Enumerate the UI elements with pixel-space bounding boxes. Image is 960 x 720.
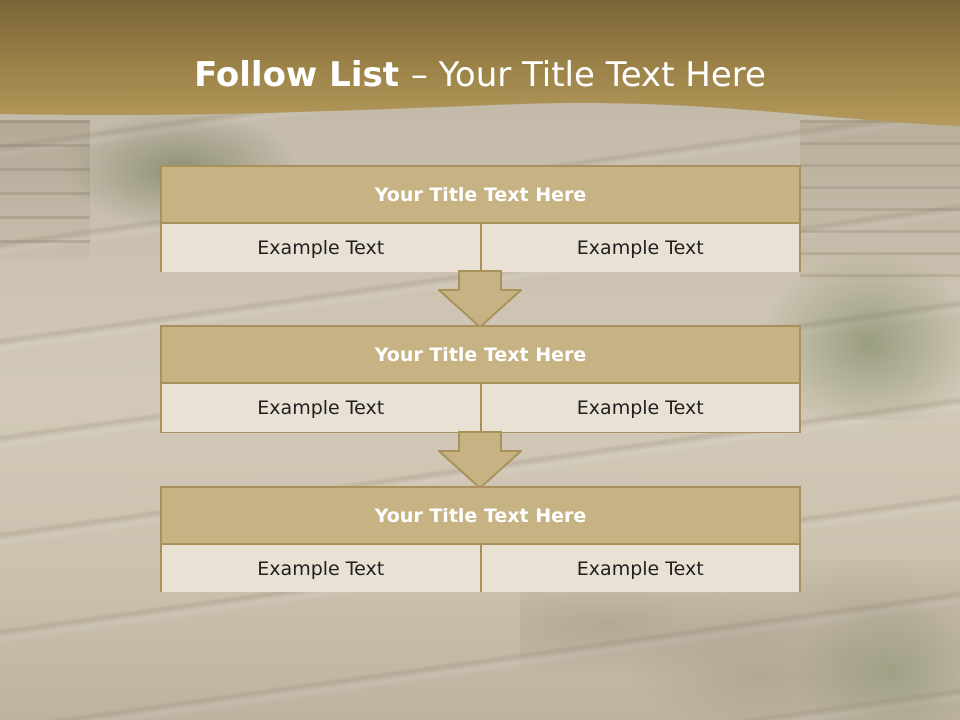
background-plant: [790, 600, 960, 720]
step-row: Example Text Example Text: [162, 224, 799, 272]
step-cell-right: Example Text: [481, 224, 799, 272]
step-title: Your Title Text Here: [162, 327, 799, 382]
background-stone-wall-left: [0, 120, 90, 260]
page-title: Follow List – Your Title Text Here: [0, 52, 960, 98]
down-arrow-icon: [438, 270, 522, 328]
step-box-2: Your Title Text Here Example Text Exampl…: [160, 325, 801, 433]
step-cell-right: Example Text: [481, 384, 799, 432]
down-arrow-icon: [438, 431, 522, 489]
step-title: Your Title Text Here: [162, 488, 799, 543]
step-title: Your Title Text Here: [162, 167, 799, 222]
step-cell-left: Example Text: [162, 545, 480, 592]
step-row: Example Text Example Text: [162, 545, 799, 592]
title-bold: Follow List: [194, 55, 411, 95]
step-box-1: Your Title Text Here Example Text Exampl…: [160, 165, 801, 272]
background-stone-wall-right: [800, 120, 960, 280]
step-cell-right: Example Text: [481, 545, 799, 592]
step-cell-left: Example Text: [162, 384, 480, 432]
title-rest: – Your Title Text Here: [410, 55, 766, 95]
step-row: Example Text Example Text: [162, 384, 799, 432]
header-band: [0, 0, 960, 126]
step-box-3: Your Title Text Here Example Text Exampl…: [160, 486, 801, 592]
step-cell-left: Example Text: [162, 224, 480, 272]
